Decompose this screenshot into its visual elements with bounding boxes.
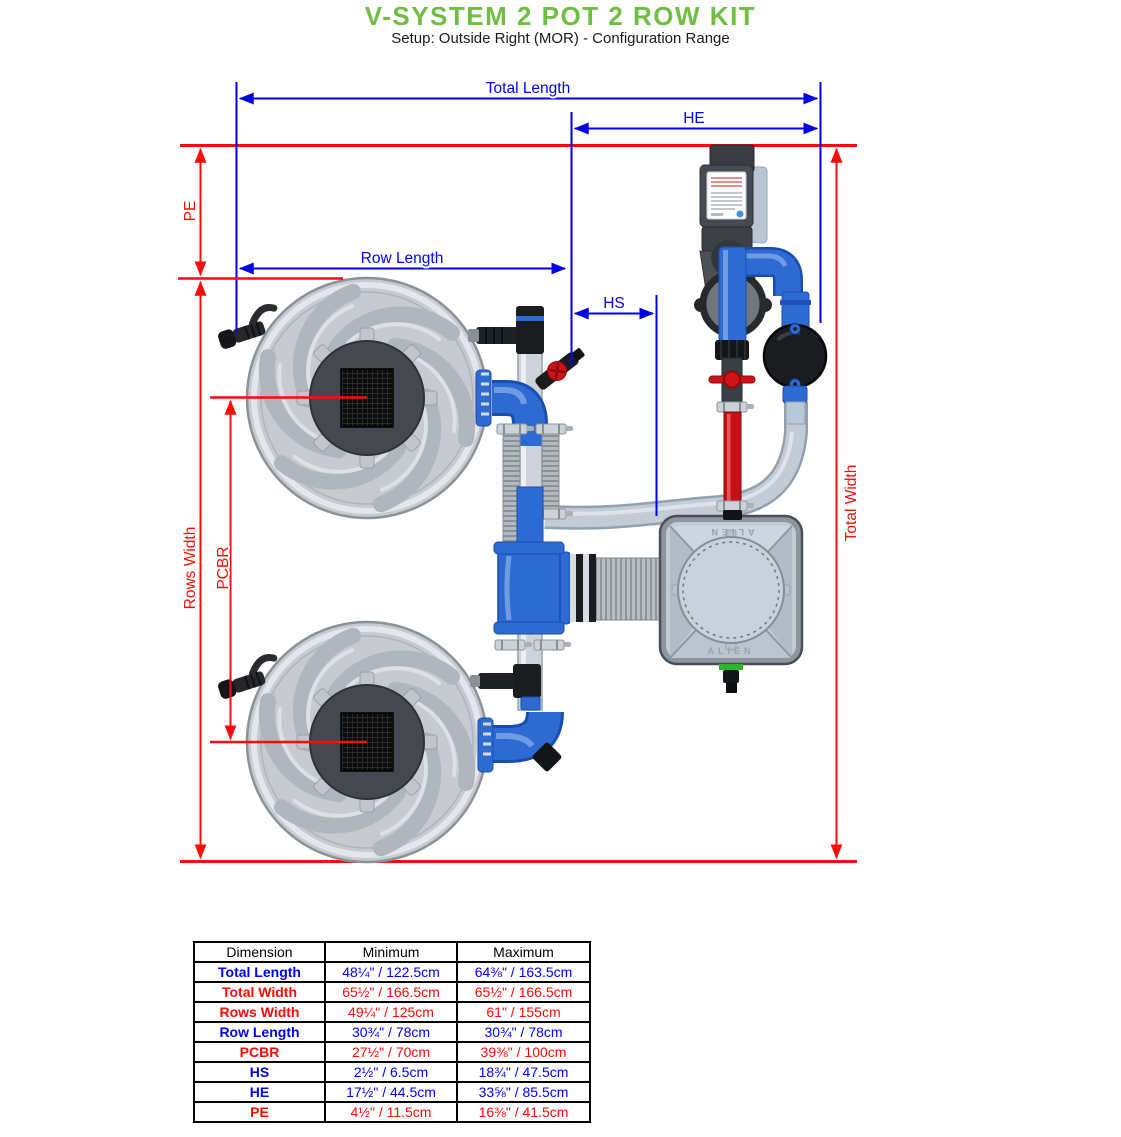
label-pe: PE: [182, 201, 199, 222]
table-row: Rows Width 49¼" / 125cm 61" / 155cm: [193, 1001, 591, 1023]
row-maximum: 39⅜" / 100cm: [456, 1041, 591, 1063]
label-hs: HS: [603, 295, 625, 312]
row-maximum: 16⅜" / 41.5cm: [456, 1101, 591, 1123]
row-dimension: PE: [193, 1101, 326, 1123]
label-pcbr: PCBR: [215, 546, 232, 589]
table-header-row: Dimension Minimum Maximum: [193, 941, 591, 963]
row-dimension: PCBR: [193, 1041, 326, 1063]
header: V-SYSTEM 2 POT 2 ROW KIT Setup: Outside …: [0, 2, 1121, 48]
row-minimum: 2½" / 6.5cm: [324, 1061, 458, 1083]
table-row: PCBR 27½" / 70cm 39⅜" / 100cm: [193, 1041, 591, 1063]
row-minimum: 17½" / 44.5cm: [324, 1081, 458, 1103]
table-row: Total Length 48¼" / 122.5cm 64⅜" / 163.5…: [193, 961, 591, 983]
reservoir: ALIEN ALIEN: [658, 514, 804, 693]
pump-assembly: [694, 144, 828, 520]
label-row-length: Row Length: [361, 250, 444, 267]
col-header-dimension: Dimension: [193, 941, 326, 963]
label-he: HE: [683, 110, 705, 127]
configuration-diagram: ALIEN ALIEN: [178, 78, 862, 910]
row-minimum: 48¼" / 122.5cm: [324, 961, 458, 983]
row-maximum: 65½" / 166.5cm: [456, 981, 591, 1003]
table-row: HS 2½" / 6.5cm 18¾" / 47.5cm: [193, 1061, 591, 1083]
row-maximum: 61" / 155cm: [456, 1001, 591, 1023]
dimension-overlay: Total Length HE Row Length HS PE Rows Wi…: [178, 78, 862, 860]
top-feed-valve: [535, 348, 585, 390]
blue-dimension-lines: [238, 92, 819, 320]
reservoir-hose: [555, 551, 665, 625]
red-dimension-lines: [178, 147, 843, 860]
col-header-maximum: Maximum: [456, 941, 591, 963]
reservoir-bottom-green-band: [719, 664, 743, 670]
col-header-minimum: Minimum: [324, 941, 458, 963]
row-maximum: 30¾" / 78cm: [456, 1021, 591, 1043]
row-dimension: Rows Width: [193, 1001, 326, 1023]
table-row: PE 4½" / 11.5cm 16⅜" / 41.5cm: [193, 1101, 591, 1123]
label-total-width: Total Width: [843, 465, 860, 542]
controller: [699, 164, 754, 228]
row-dimension: Total Length: [193, 961, 326, 983]
controller-led: [736, 210, 744, 218]
return-pipe: [544, 402, 808, 530]
row-dimension: Total Width: [193, 981, 326, 1003]
page-subtitle: Setup: Outside Right (MOR) - Configurati…: [391, 30, 730, 47]
label-rows-width: Rows Width: [182, 527, 199, 610]
row-maximum: 33⅝" / 85.5cm: [456, 1081, 591, 1103]
label-total-length: Total Length: [486, 80, 570, 97]
table-row: Total Width 65½" / 166.5cm 65½" / 166.5c…: [193, 981, 591, 1003]
row-dimension: HS: [193, 1061, 326, 1083]
row-minimum: 30¾" / 78cm: [324, 1021, 458, 1043]
row-dimension: HE: [193, 1081, 326, 1103]
row-minimum: 27½" / 70cm: [324, 1041, 458, 1063]
row-minimum: 4½" / 11.5cm: [324, 1101, 458, 1123]
table-row: HE 17½" / 44.5cm 33⅝" / 85.5cm: [193, 1081, 591, 1103]
reservoir-brand-bottom: ALIEN: [708, 646, 755, 656]
row-dimension: Row Length: [193, 1021, 326, 1043]
manifold: [468, 306, 585, 773]
page-title: V-SYSTEM 2 POT 2 ROW KIT: [364, 1, 757, 31]
dimension-table: Dimension Minimum Maximum Total Length 4…: [193, 941, 591, 1123]
table-row: Row Length 30¾" / 78cm 30¾" / 78cm: [193, 1021, 591, 1043]
row-maximum: 18¾" / 47.5cm: [456, 1061, 591, 1083]
row-minimum: 65½" / 166.5cm: [324, 981, 458, 1003]
row-maximum: 64⅜" / 163.5cm: [456, 961, 591, 983]
row-minimum: 49¼" / 125cm: [324, 1001, 458, 1023]
equipment: ALIEN ALIEN: [214, 144, 828, 862]
reservoir-brand-top: ALIEN: [708, 527, 755, 537]
